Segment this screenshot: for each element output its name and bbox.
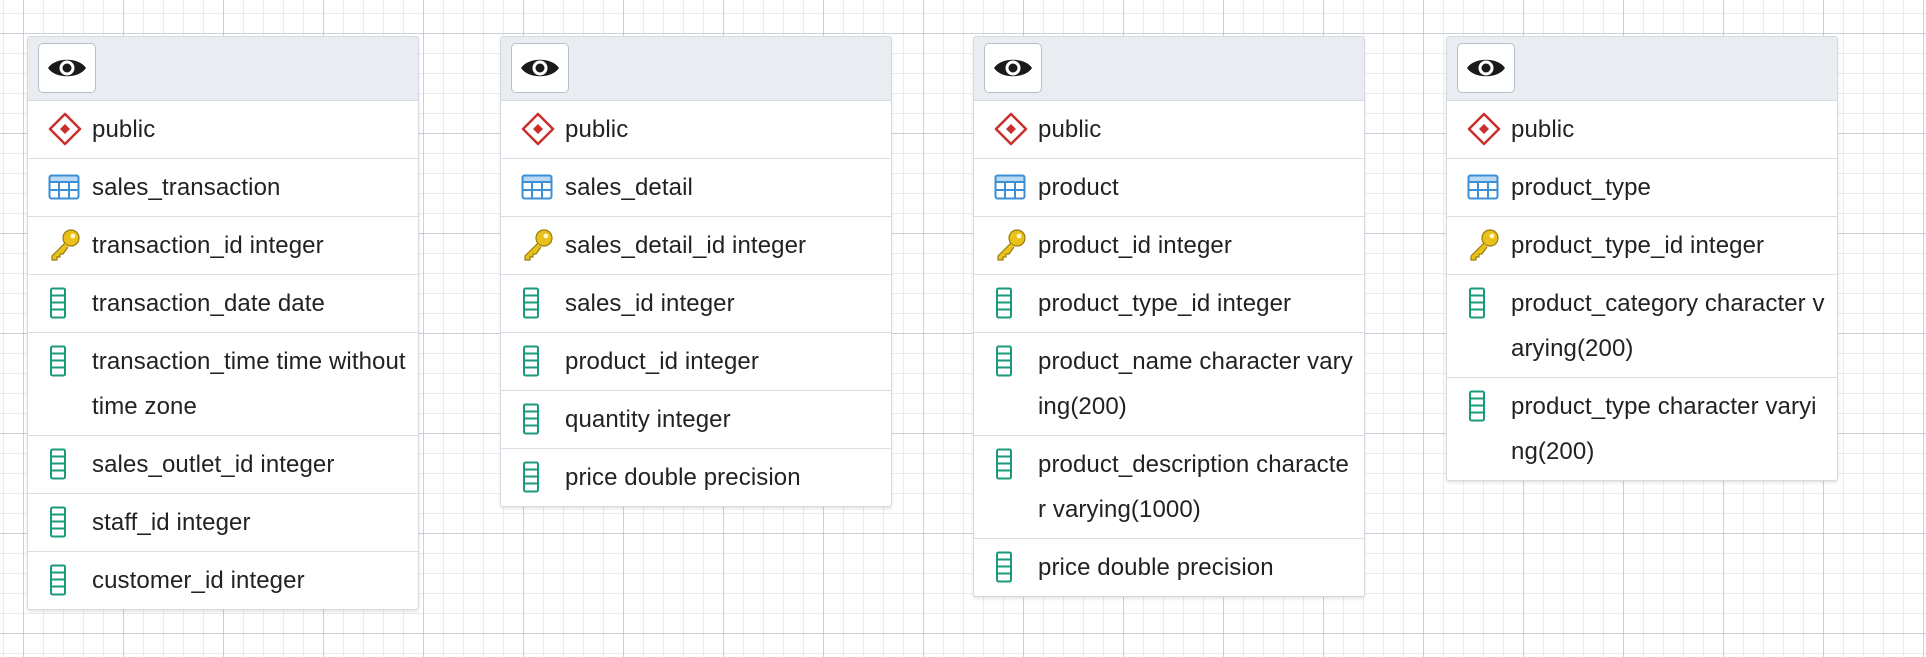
column-icon — [521, 345, 555, 377]
table-name-row: product — [974, 159, 1364, 217]
key-icon — [1467, 229, 1501, 261]
table-grid-icon — [48, 171, 82, 203]
table-node-sales_transaction[interactable]: public sales_transaction transaction_id in… — [27, 36, 419, 610]
table-node-product[interactable]: public product product_id integer product_t… — [973, 36, 1365, 597]
column-icon — [994, 551, 1028, 583]
column-row[interactable]: sales_id integer — [501, 275, 891, 333]
schema-diamond-icon — [521, 112, 555, 146]
schema-row: public — [1447, 101, 1837, 159]
column-icon — [1467, 287, 1501, 319]
column-row-label: product_description character varying(10… — [1038, 451, 1349, 523]
column-row[interactable]: product_id integer — [501, 333, 891, 391]
column-row[interactable]: product_type_id integer — [974, 275, 1364, 333]
table-node-header — [974, 37, 1364, 101]
schema-row: public — [501, 101, 891, 159]
column-row-label: price double precision — [1038, 554, 1274, 581]
column-row-label: product_id integer — [565, 348, 759, 375]
schema-diamond-icon — [1467, 112, 1501, 146]
table-node-header — [501, 37, 891, 101]
column-row[interactable]: transaction_time time without time zone — [28, 333, 418, 436]
column-row[interactable]: staff_id integer — [28, 494, 418, 552]
primary-key-column-row-label: product_type_id integer — [1511, 232, 1765, 259]
primary-key-column-row[interactable]: product_type_id integer — [1447, 217, 1837, 275]
column-icon — [48, 287, 82, 319]
column-icon — [1467, 390, 1501, 422]
column-icon — [521, 287, 555, 319]
key-icon — [48, 229, 82, 261]
view-table-button[interactable] — [1457, 43, 1515, 93]
primary-key-column-row[interactable]: sales_detail_id integer — [501, 217, 891, 275]
column-row-label: product_type_id integer — [1038, 290, 1292, 317]
eye-icon — [1466, 55, 1506, 81]
table-name-row: sales_detail — [501, 159, 891, 217]
eye-icon — [993, 55, 1033, 81]
column-row-label: transaction_time time without time zone — [92, 348, 406, 420]
table-name-row-label: product — [1038, 174, 1119, 201]
table-name-row-label: product_type — [1511, 174, 1651, 201]
table-grid-icon — [994, 171, 1028, 203]
column-row[interactable]: product_category character varying(200) — [1447, 275, 1837, 378]
table-name-row: product_type — [1447, 159, 1837, 217]
schema-diamond-icon — [48, 112, 82, 146]
table-name-row: sales_transaction — [28, 159, 418, 217]
primary-key-column-row[interactable]: transaction_id integer — [28, 217, 418, 275]
column-row-label: quantity integer — [565, 406, 731, 433]
column-icon — [521, 403, 555, 435]
column-row-label: customer_id integer — [92, 567, 305, 594]
schema-row-label: public — [1038, 116, 1102, 143]
column-row[interactable]: product_name character varying(200) — [974, 333, 1364, 436]
table-node-header — [1447, 37, 1837, 101]
column-icon — [48, 345, 82, 377]
table-grid-icon — [521, 171, 555, 203]
column-row[interactable]: price double precision — [974, 539, 1364, 596]
column-row[interactable]: price double precision — [501, 449, 891, 506]
column-icon — [994, 287, 1028, 319]
schema-diamond-icon — [994, 112, 1028, 146]
eye-icon — [47, 55, 87, 81]
eye-icon — [520, 55, 560, 81]
column-icon — [994, 448, 1028, 480]
column-row[interactable]: customer_id integer — [28, 552, 418, 609]
column-row[interactable]: product_type character varying(200) — [1447, 378, 1837, 480]
column-row-label: sales_outlet_id integer — [92, 451, 335, 478]
column-row[interactable]: transaction_date date — [28, 275, 418, 333]
column-row-label: staff_id integer — [92, 509, 251, 536]
column-row[interactable]: quantity integer — [501, 391, 891, 449]
column-row-label: price double precision — [565, 464, 801, 491]
column-row-label: transaction_date date — [92, 290, 325, 317]
column-icon — [48, 506, 82, 538]
column-row-label: sales_id integer — [565, 290, 735, 317]
column-icon — [521, 461, 555, 493]
column-row[interactable]: sales_outlet_id integer — [28, 436, 418, 494]
schema-row-label: public — [565, 116, 629, 143]
column-row-label: product_category character varying(200) — [1511, 290, 1825, 362]
view-table-button[interactable] — [984, 43, 1042, 93]
schema-row-label: public — [92, 116, 156, 143]
table-node-sales_detail[interactable]: public sales_detail sales_detail_id intege… — [500, 36, 892, 507]
column-icon — [48, 564, 82, 596]
column-row[interactable]: product_description character varying(10… — [974, 436, 1364, 539]
schema-row-label: public — [1511, 116, 1575, 143]
schema-row: public — [28, 101, 418, 159]
column-row-label: product_type character varying(200) — [1511, 393, 1817, 465]
column-icon — [994, 345, 1028, 377]
key-icon — [994, 229, 1028, 261]
column-icon — [48, 448, 82, 480]
table-name-row-label: sales_detail — [565, 174, 693, 201]
primary-key-column-row-label: transaction_id integer — [92, 232, 324, 259]
key-icon — [521, 229, 555, 261]
table-name-row-label: sales_transaction — [92, 174, 281, 201]
column-row-label: product_name character varying(200) — [1038, 348, 1353, 420]
table-grid-icon — [1467, 171, 1501, 203]
view-table-button[interactable] — [511, 43, 569, 93]
view-table-button[interactable] — [38, 43, 96, 93]
primary-key-column-row[interactable]: product_id integer — [974, 217, 1364, 275]
table-node-header — [28, 37, 418, 101]
table-node-product_type[interactable]: public product_type product_type_id intege… — [1446, 36, 1838, 481]
primary-key-column-row-label: product_id integer — [1038, 232, 1232, 259]
primary-key-column-row-label: sales_detail_id integer — [565, 232, 807, 259]
schema-row: public — [974, 101, 1364, 159]
